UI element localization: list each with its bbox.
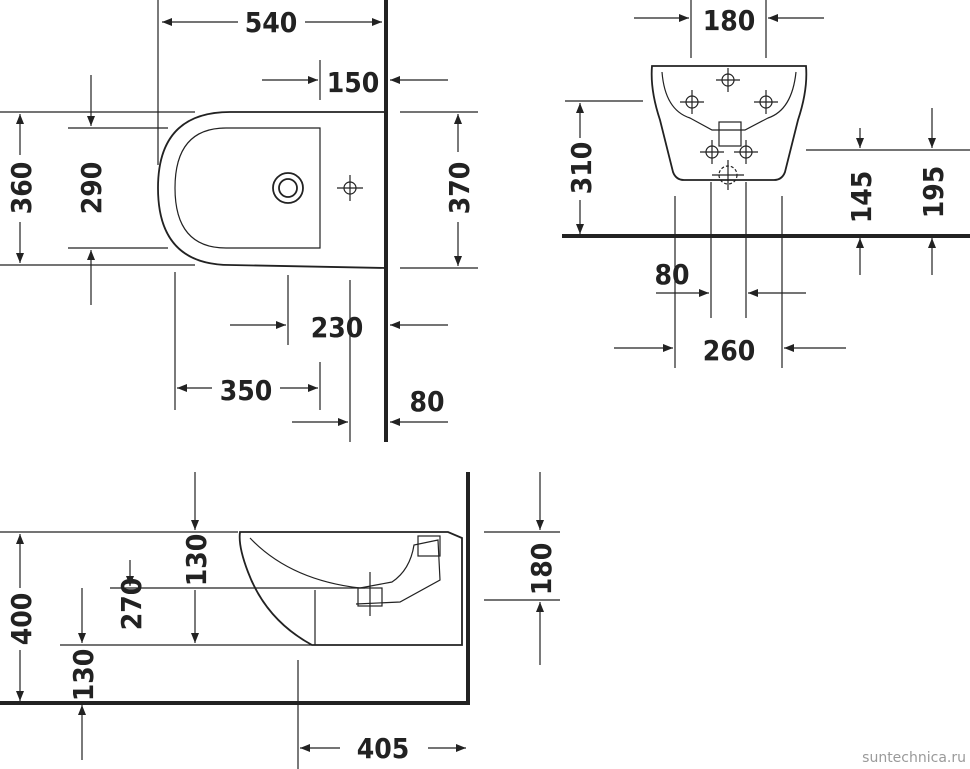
tap-hole-inner <box>278 178 298 198</box>
dim-145: 145 <box>845 171 878 224</box>
bowl-inner-outline <box>174 127 321 249</box>
dim-290: 290 <box>75 162 108 215</box>
dim-130-upper: 130 <box>180 534 213 587</box>
watermark: suntechnica.ru <box>862 750 966 766</box>
dim-180-front: 180 <box>703 4 756 37</box>
dim-230: 230 <box>311 311 364 344</box>
bidet-outline <box>157 111 387 269</box>
dim-370: 370 <box>443 162 476 215</box>
side-view: 400 270 130 130 180 405 <box>0 472 560 769</box>
dim-180-side: 180 <box>525 543 558 596</box>
dim-360: 360 <box>5 162 38 215</box>
dim-540: 540 <box>245 6 298 39</box>
dim-400: 400 <box>5 593 38 646</box>
dim-80-front: 80 <box>654 258 689 291</box>
dim-195: 195 <box>917 166 950 219</box>
dim-350: 350 <box>220 374 273 407</box>
dim-310: 310 <box>565 142 598 195</box>
bowl-front-outline <box>650 65 808 181</box>
dim-130-lower: 130 <box>67 649 100 702</box>
front-view: 180 310 145 195 80 260 <box>562 0 970 368</box>
top-view: 540 150 360 290 370 230 350 <box>0 0 478 442</box>
dim-150: 150 <box>327 66 380 99</box>
fixing-marks <box>680 68 778 190</box>
dim-80-top: 80 <box>409 385 444 418</box>
dim-260: 260 <box>703 334 756 367</box>
tap-hole-outer <box>272 172 304 204</box>
dim-405: 405 <box>357 732 410 765</box>
dim-270: 270 <box>115 578 148 631</box>
